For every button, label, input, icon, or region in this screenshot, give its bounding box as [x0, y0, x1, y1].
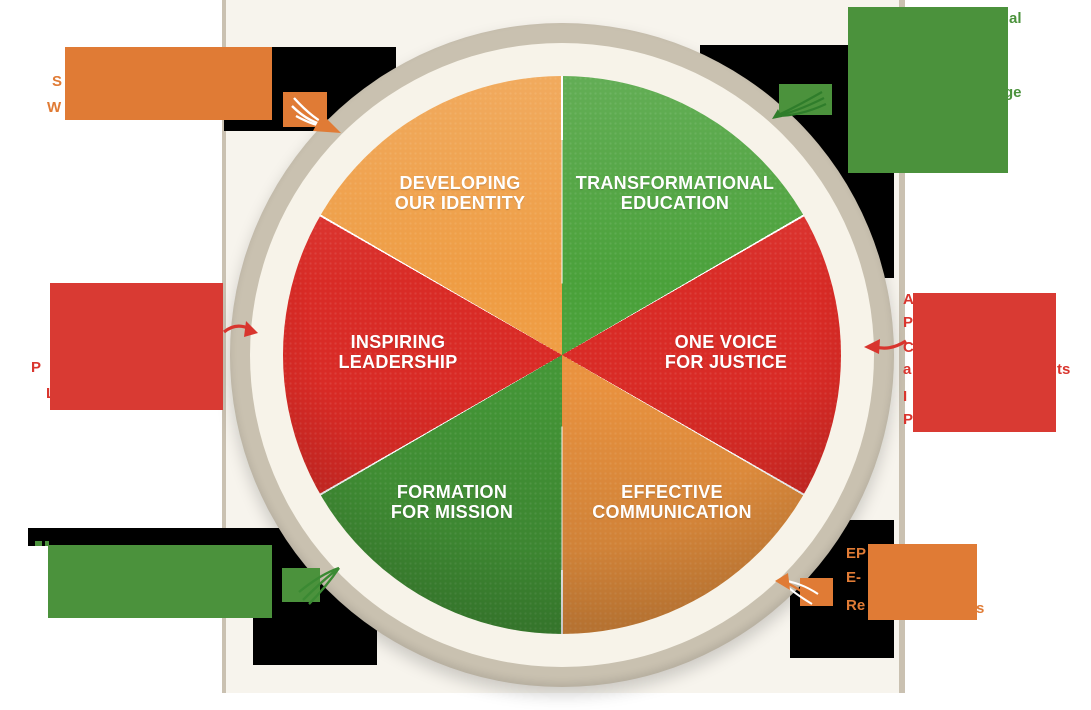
- text-fragment-bottom-right-edge: s: [976, 600, 985, 617]
- redaction-box-top-right: [848, 7, 1008, 173]
- redaction-box-bottom-right: [868, 544, 977, 620]
- curved-arrow-right-icon: [864, 339, 907, 354]
- strategy-wheel: [230, 23, 894, 687]
- swoosh-arrow-bottom-right-icon: [775, 573, 819, 605]
- swoosh-arrow-top-left-icon: [291, 97, 341, 133]
- text-fragment-top-left-1: S: [52, 73, 63, 90]
- text-fragment-top-left-2: W: [47, 99, 62, 116]
- text-fragment-top-right-2: ge: [1004, 84, 1022, 101]
- redaction-box-right: [913, 293, 1056, 432]
- text-fragment-top-right-1: al: [1009, 10, 1022, 27]
- redaction-box-left: [50, 283, 223, 410]
- text-fragment-bottom-right-2: E-: [846, 569, 861, 586]
- text-fragment-right-5: I: [903, 388, 908, 405]
- text-fragment-right-4: a: [903, 361, 912, 378]
- wheel-inner-ring: [250, 43, 874, 667]
- curved-arrow-left-icon: [222, 321, 258, 337]
- text-fragment-right-6: P: [903, 411, 914, 428]
- text-fragment-right-2: P: [903, 314, 914, 331]
- text-fragment-right-1: A: [903, 291, 914, 308]
- swoosh-arrow-top-right-icon: [772, 91, 827, 119]
- text-fragment-mark-bottom-left-2: [45, 541, 49, 546]
- text-fragment-bottom-right-1: EP: [846, 545, 867, 562]
- text-fragment-mark-bottom-left-1: [35, 541, 42, 546]
- wheel-pie-segments: [283, 76, 841, 634]
- text-fragment-right-edge: ts: [1057, 361, 1071, 378]
- swoosh-arrow-bottom-left-icon: [298, 566, 340, 605]
- text-fragment-left-1: P: [31, 359, 42, 376]
- redaction-box-top-left: [65, 47, 272, 120]
- text-fragment-bottom-right-3: Re: [846, 597, 866, 614]
- arrow-patch-bottom-left: [282, 568, 320, 602]
- redaction-box-bottom-left: [48, 545, 272, 618]
- text-fragment-right-3: C: [903, 339, 914, 356]
